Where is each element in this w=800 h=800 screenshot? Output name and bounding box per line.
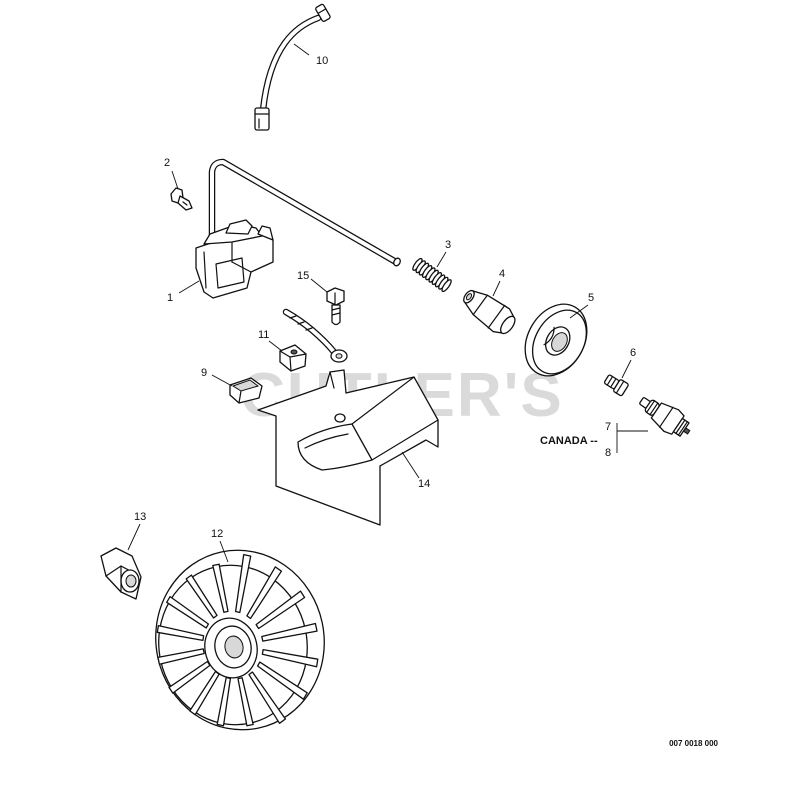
flywheel-fin <box>246 566 283 620</box>
part-12-flywheel <box>155 549 325 731</box>
flywheel-fin <box>255 590 306 630</box>
flywheel-fin <box>166 595 210 629</box>
flywheel-fin <box>234 553 252 614</box>
part-13-flywheel-nut <box>100 547 142 600</box>
part-10-lead-wire <box>254 3 331 131</box>
canada-label: CANADA -- <box>540 435 598 447</box>
flywheel-fins <box>156 553 319 727</box>
flywheel-fin <box>256 661 308 700</box>
callout-10: 10 <box>316 55 328 67</box>
callout-13: 13 <box>134 511 146 523</box>
flywheel-fin <box>212 563 229 613</box>
callout-2: 2 <box>164 157 170 169</box>
part-11-clip <box>279 344 307 372</box>
flywheel-fin <box>185 574 218 619</box>
part-6-terminal-nut <box>603 374 629 397</box>
flywheel-fin <box>248 671 287 724</box>
flywheel-fin <box>261 648 319 668</box>
part-2-screw <box>170 187 193 211</box>
part-7-spark-plug <box>639 397 691 437</box>
flywheel-fin <box>157 648 205 665</box>
part-3-spring <box>412 257 452 293</box>
part-9-grommet <box>229 377 263 404</box>
part-14-shield-plate <box>257 369 439 526</box>
ground-wire <box>282 308 348 363</box>
part-4-spark-plug-boot <box>463 289 516 335</box>
callout-7: 7 <box>605 421 611 433</box>
callout-3: 3 <box>445 239 451 251</box>
flywheel-fin <box>261 622 318 642</box>
callout-12: 12 <box>211 528 223 540</box>
flywheel-fin <box>237 677 254 727</box>
callout-4: 4 <box>499 268 505 280</box>
callout-8: 8 <box>605 447 611 459</box>
callout-5: 5 <box>588 292 594 304</box>
callout-15: 15 <box>297 270 309 282</box>
flywheel-fin <box>156 624 205 642</box>
callout-6: 6 <box>630 347 636 359</box>
callout-14: 14 <box>418 478 430 490</box>
callout-1: 1 <box>167 292 173 304</box>
callout-9: 9 <box>201 367 207 379</box>
part-15-screw <box>326 287 345 326</box>
part-5-cover-cap <box>524 303 588 377</box>
callout-11: 11 <box>258 329 269 341</box>
part-1-ignition-coil <box>195 158 401 299</box>
drawing-number: 007 0018 000 <box>669 739 718 748</box>
leader-lines <box>127 43 648 563</box>
